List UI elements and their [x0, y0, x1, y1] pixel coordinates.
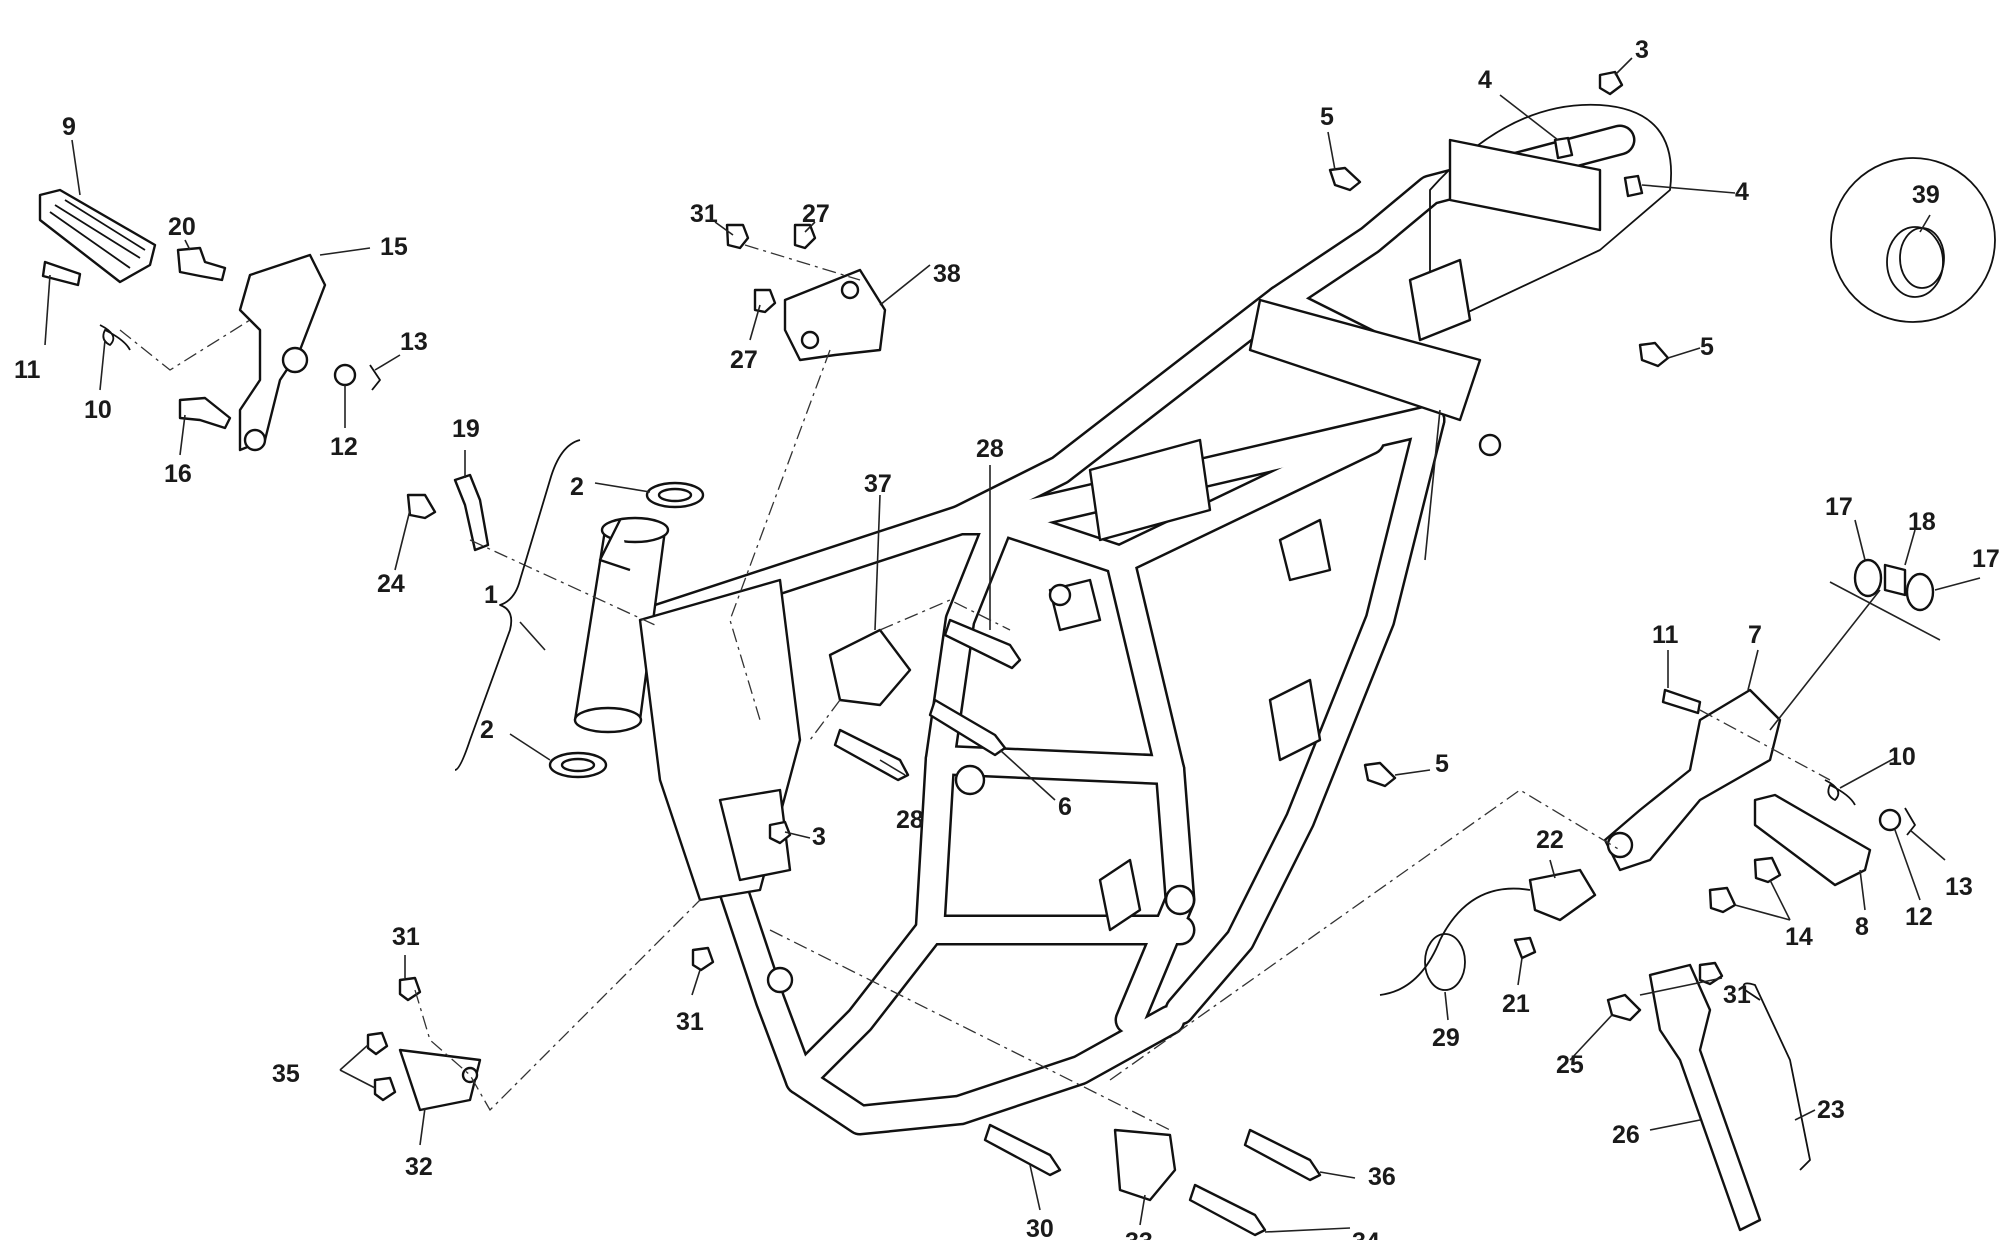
callout-39: 39: [1912, 181, 1940, 209]
callout-15: 15: [380, 233, 408, 261]
bolt-6: [928, 698, 1007, 757]
footpeg-bracket-7: [1603, 688, 1782, 872]
callout-1: 1: [484, 581, 498, 609]
callout-3: 3: [812, 823, 826, 851]
callout-30: 30: [1026, 1215, 1054, 1240]
callout-5: 5: [1320, 103, 1334, 131]
callout-20: 20: [168, 213, 196, 241]
footpeg-bracket-15: [238, 253, 327, 452]
steering-head: [573, 516, 670, 734]
assembly-dash-lines: [119, 244, 1831, 1131]
callout-27: 27: [802, 200, 830, 228]
callout-11: 11: [14, 356, 41, 384]
callout-36: 36: [1368, 1163, 1396, 1191]
callout-35: 35: [272, 1060, 300, 1088]
callout-25: 25: [1556, 1051, 1584, 1079]
bracket-19: [453, 473, 490, 552]
footpeg-right: [1753, 793, 1872, 887]
callout-14: 14: [1785, 923, 1813, 951]
callout-34: 34: [1352, 1228, 1380, 1240]
main-frame: [573, 103, 1672, 1136]
side-stand-26: [1648, 963, 1762, 1232]
callout-2: 2: [570, 473, 584, 501]
callout-16: 16: [164, 460, 192, 488]
callout-31: 31: [690, 200, 718, 228]
bracket-33: [1113, 1128, 1177, 1202]
callout-7: 7: [1748, 621, 1762, 649]
callout-5: 5: [1700, 333, 1714, 361]
callout-12: 12: [330, 433, 358, 461]
assembly-brace-1: [454, 439, 581, 771]
callout-17: 17: [1972, 545, 2000, 573]
bracket-37: [828, 628, 912, 707]
spring-23: [1742, 982, 1811, 1171]
callout-18: 18: [1908, 508, 1936, 536]
callout-4: 4: [1478, 66, 1492, 94]
callout-10: 10: [84, 396, 112, 424]
footpeg-left: [38, 188, 157, 284]
callout-17: 17: [1825, 493, 1853, 521]
callout-19: 19: [452, 415, 480, 443]
callout-33: 33: [1125, 1228, 1153, 1240]
callout-23: 23: [1817, 1096, 1845, 1124]
callout-38: 38: [933, 260, 961, 288]
callout-32: 32: [405, 1153, 433, 1181]
bolt-20: [176, 246, 227, 282]
callout-26: 26: [1612, 1121, 1640, 1149]
leader-lines: [44, 57, 1981, 1233]
callout-9: 9: [62, 113, 76, 141]
callout-2: 2: [480, 716, 494, 744]
pin-11-left: [41, 260, 82, 287]
callout-37: 37: [864, 470, 892, 498]
callout-24: 24: [377, 570, 405, 598]
bolt-24: [406, 493, 437, 520]
callout-6: 6: [1058, 793, 1072, 821]
callout-13: 13: [400, 328, 428, 356]
callout-10: 10: [1888, 743, 1916, 771]
callout-4: 4: [1735, 178, 1749, 206]
callout-21: 21: [1502, 990, 1530, 1018]
callout-13: 13: [1945, 873, 1973, 901]
callout-31: 31: [392, 923, 420, 951]
wire-clamp-29: [1424, 933, 1466, 991]
callout-28: 28: [976, 435, 1004, 463]
callout-27: 27: [730, 346, 758, 374]
callout-22: 22: [1536, 826, 1564, 854]
spring-10-left: [99, 324, 131, 351]
callout-28: 28: [896, 806, 924, 834]
sidestand-switch-22: [1528, 868, 1597, 922]
callout-29: 29: [1432, 1024, 1460, 1052]
callout-12: 12: [1905, 903, 1933, 931]
callout-31: 31: [1723, 981, 1751, 1009]
callout-11: 11: [1652, 621, 1679, 649]
callout-8: 8: [1855, 913, 1869, 941]
bracket-38: [783, 268, 887, 362]
callout-5: 5: [1435, 750, 1449, 778]
bolt-28-upper: [943, 618, 1022, 670]
callout-31: 31: [676, 1008, 704, 1036]
bracket-32: [398, 1048, 482, 1112]
bolt-28-lower: [833, 728, 910, 782]
callout-labels: 1 2 2 3 3 4 4 5 5 5 6 7 8 9 10 10 11 11 …: [14, 36, 2000, 1240]
callout-3: 3: [1635, 36, 1649, 64]
